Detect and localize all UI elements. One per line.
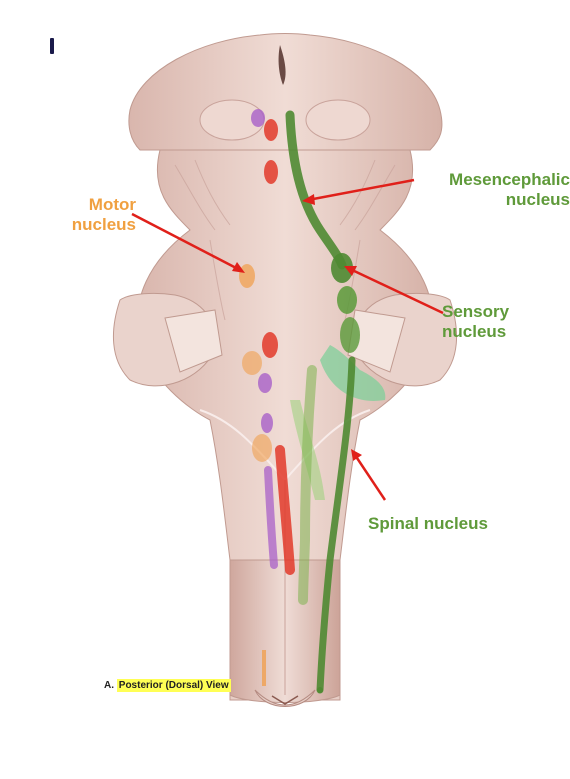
label-spinal-nucleus: Spinal nucleus <box>368 514 488 533</box>
caption-highlight: Posterior (Dorsal) View <box>116 679 231 692</box>
label-line: nucleus <box>442 322 507 341</box>
annotation-arrows <box>131 178 444 501</box>
trigeminal-nuclei <box>285 110 386 694</box>
label-line: Sensory <box>442 302 510 321</box>
corner-glyph <box>50 38 54 54</box>
label-mesencephalic-nucleus: Mesencephalic nucleus <box>410 170 570 210</box>
arrow-spinal <box>353 454 387 501</box>
pons <box>112 149 458 701</box>
arrowhead-motor <box>232 262 245 273</box>
figure-caption: A. Posterior (Dorsal) View <box>104 679 231 692</box>
arrow-mesencephalic <box>307 178 415 202</box>
label-line: nucleus <box>71 215 136 234</box>
label-line: Motor <box>88 195 136 214</box>
arrowhead-mesencephalic <box>302 194 315 205</box>
caption-prefix: A. <box>104 680 114 691</box>
midbrain <box>128 33 443 151</box>
label-sensory-nucleus: Sensory nucleus <box>442 302 562 342</box>
arrow-motor <box>131 212 241 272</box>
arrowhead-sensory <box>344 266 357 276</box>
label-line: nucleus <box>505 190 570 209</box>
label-line: Mesencephalic <box>449 170 570 189</box>
cranial-nuclei <box>239 109 295 575</box>
arrow-sensory <box>349 267 444 315</box>
label-motor-nucleus: Motor nucleus <box>40 195 136 235</box>
arrowhead-spinal <box>351 449 362 461</box>
spinal-cord <box>229 480 341 707</box>
